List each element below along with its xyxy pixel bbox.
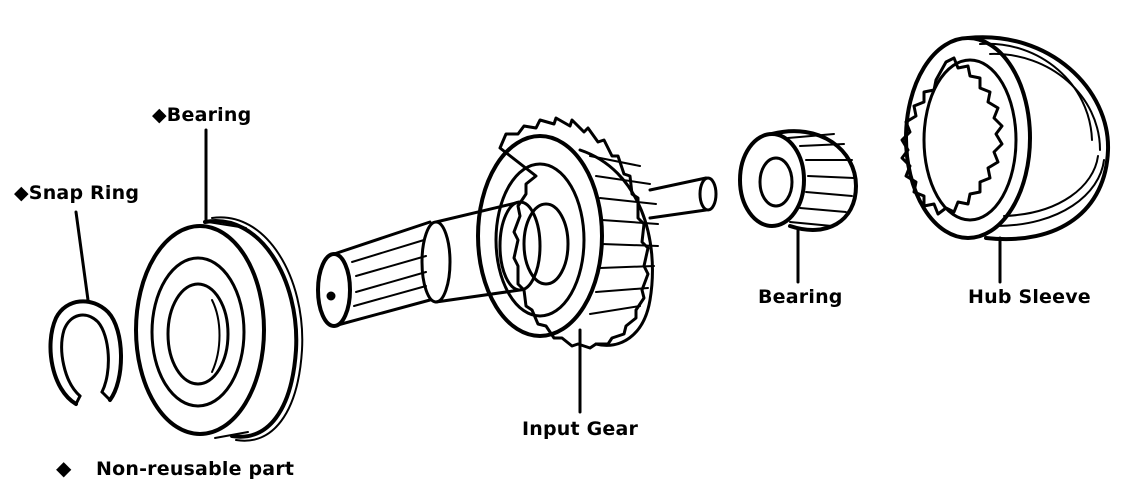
legend-symbol: ◆ (56, 456, 72, 480)
hub-sleeve-part (900, 35, 1111, 242)
snap-ring-part (48, 299, 123, 406)
legend-text: Non-reusable part (96, 458, 295, 480)
right-bearing-label: Bearing (758, 286, 843, 308)
input-gear-part (316, 116, 718, 350)
right-bearing-part (738, 129, 858, 232)
hub-sleeve-label: Hub Sleeve (968, 286, 1091, 308)
input-gear-label: Input Gear (522, 418, 639, 440)
snap-ring-label: ◆Snap Ring (14, 182, 140, 204)
left-bearing-part (134, 216, 304, 442)
left-bearing-label: ◆Bearing (152, 104, 252, 126)
snap-ring-leader (74, 210, 90, 302)
